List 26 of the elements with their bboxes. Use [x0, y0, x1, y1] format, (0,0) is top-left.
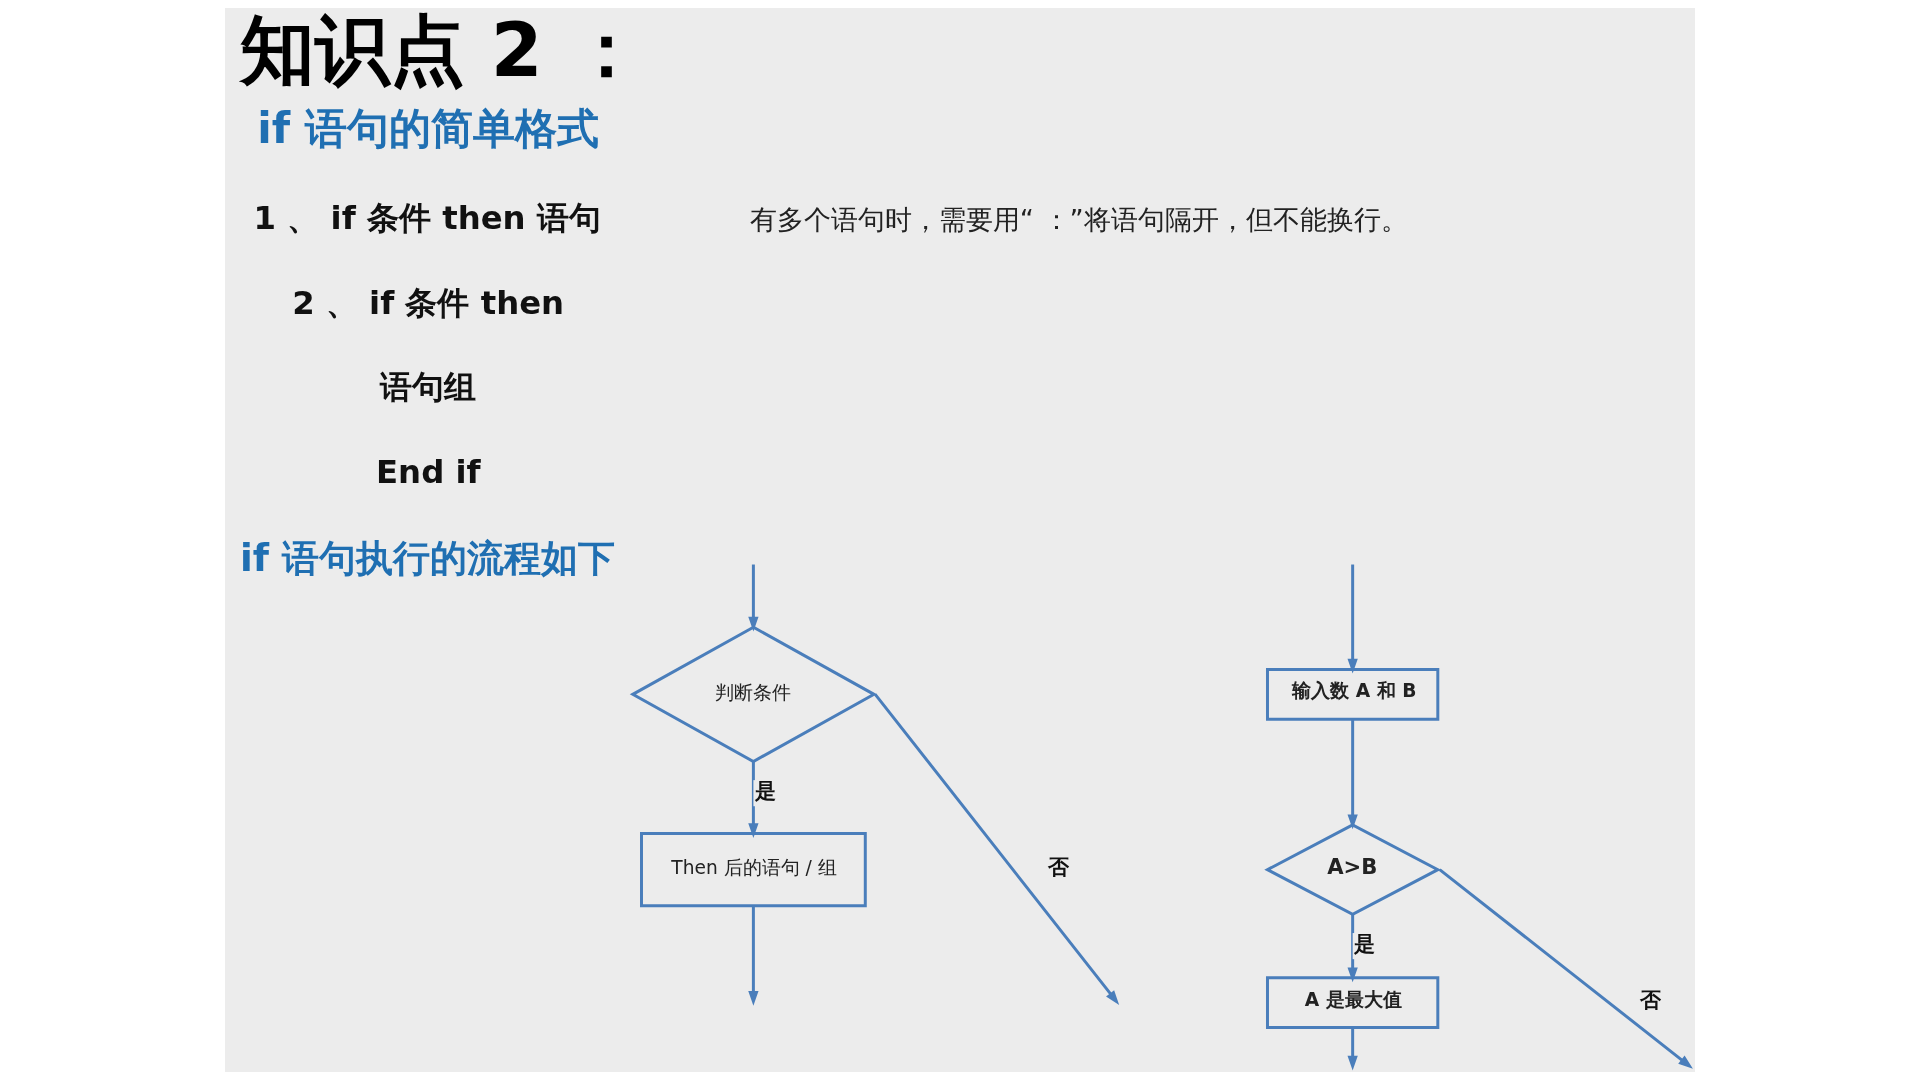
- arrow: [748, 905, 759, 1006]
- node-box: 输入数 A 和 B: [1266, 668, 1440, 721]
- arrow: [1347, 1027, 1358, 1071]
- label: if 语句执行的流程如下: [239, 536, 615, 581]
- arrow: [748, 564, 759, 632]
- node-diamond: A>B: [1264, 823, 1442, 917]
- edge-label: 是: [1353, 930, 1375, 956]
- node-diamond: 判断条件: [629, 625, 878, 764]
- arrow: [748, 761, 759, 838]
- arrow: [1347, 914, 1358, 983]
- label: 2 、 if 条件 then: [292, 283, 565, 322]
- diagram-title: 知识点 2 ：: [239, 7, 644, 95]
- label: End if: [376, 452, 481, 491]
- arrow: [1347, 719, 1358, 830]
- label: if 语句的简单格式: [257, 103, 599, 153]
- node-box: A 是最大值: [1266, 976, 1440, 1030]
- edge-label: 否: [1639, 987, 1661, 1013]
- edge-label: 否: [1048, 854, 1070, 880]
- edge-label: 是: [754, 777, 776, 803]
- label: 语句组: [379, 368, 476, 407]
- arrow: [874, 693, 1120, 1005]
- node-box: Then 后的语句 / 组: [640, 832, 867, 908]
- label: 有多个语句时，需要用“ ：”将语句隔开，但不能换行。: [749, 204, 1408, 236]
- arrow: [1438, 868, 1693, 1069]
- arrow: [1347, 564, 1358, 674]
- label: 1 、 if 条件 then 语句: [253, 199, 601, 238]
